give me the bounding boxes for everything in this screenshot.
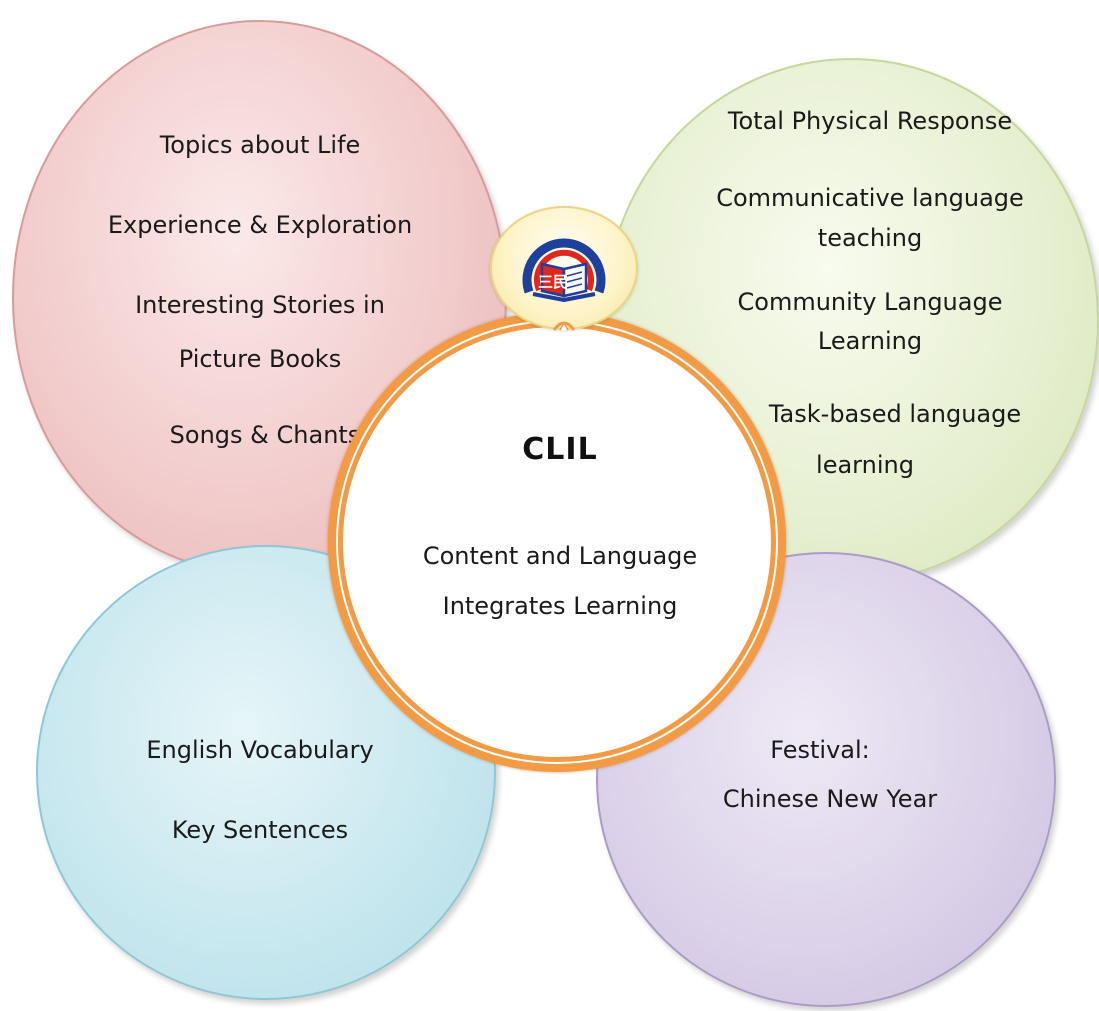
method-item: Total Physical Response bbox=[727, 107, 1013, 135]
vocabulary-item: Key Sentences bbox=[171, 816, 349, 844]
topic-item: Experience & Exploration bbox=[107, 211, 413, 239]
connector-arrow-icon bbox=[552, 321, 576, 331]
festival-item: Festival: bbox=[770, 736, 870, 764]
festival-item: Chinese New Year bbox=[722, 785, 938, 813]
method-item: Task-based language bbox=[768, 400, 1022, 428]
method-item: Communicative language bbox=[716, 184, 1024, 212]
logo-characters: 三民 bbox=[538, 273, 568, 291]
clil-title: CLIL bbox=[522, 432, 598, 467]
clil-subtitle-line1: Content and Language bbox=[422, 542, 698, 570]
topic-item: Picture Books bbox=[178, 345, 342, 373]
topic-item: Topics about Life bbox=[159, 131, 361, 159]
vocabulary-item: English Vocabulary bbox=[146, 736, 374, 764]
topic-item: Songs & Chants bbox=[169, 421, 361, 449]
topic-item: Interesting Stories in bbox=[135, 291, 385, 319]
clil-subtitle-line2: Integrates Learning bbox=[442, 592, 678, 620]
method-item: learning bbox=[816, 451, 914, 479]
sanmin-logo-icon: 三民 bbox=[522, 238, 606, 302]
method-item: teaching bbox=[817, 224, 923, 252]
method-item: Learning bbox=[817, 327, 923, 355]
method-item: Community Language bbox=[737, 288, 1003, 316]
center-circle bbox=[341, 325, 773, 759]
